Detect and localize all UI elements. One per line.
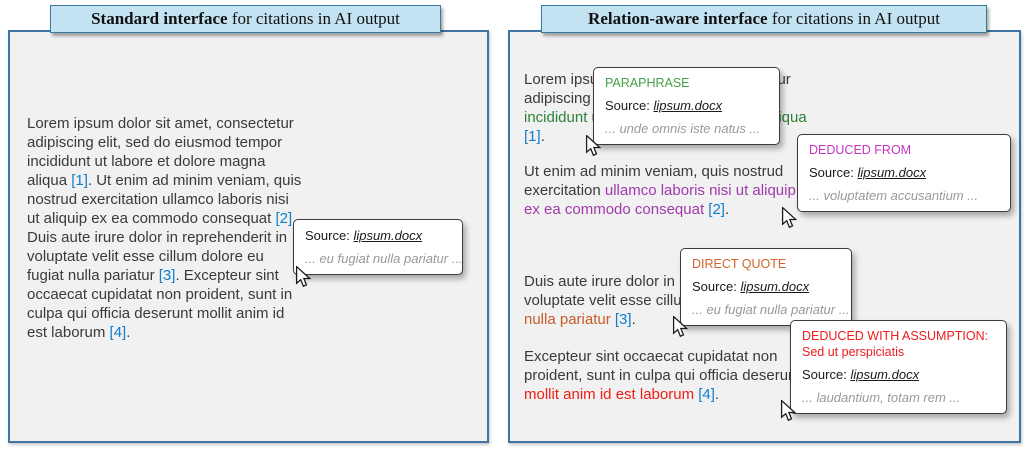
source-quote: ... eu fugiat nulla pariatur ...	[305, 251, 463, 266]
source-quote: ... unde omnis iste natus ...	[605, 121, 761, 136]
mouse-cursor-icon	[780, 400, 797, 422]
citation-link[interactable]: [4]	[109, 324, 127, 341]
relation-aware-interface-panel: Lorem ipsum dolor sit amet, consectetur …	[508, 30, 1021, 443]
citation-link[interactable]: [1]	[524, 128, 541, 145]
title-rest-text: for citations in AI output	[227, 9, 400, 28]
right-panel-title: Relation-aware interface for citations i…	[541, 5, 987, 33]
citation-link[interactable]: [4]	[698, 386, 715, 403]
source-file-link[interactable]: lipsum.docx	[857, 165, 927, 180]
ai-output-paragraph-2: Ut enim ad minim veniam, quis nostrud ex…	[524, 162, 808, 219]
relation-label: DEDUCED WITH ASSUMPTION: Sed ut perspici…	[802, 329, 989, 359]
citation-link[interactable]: [3]	[614, 311, 632, 328]
text-segment: Excepteur sint occaecat cupidatat non pr…	[524, 348, 801, 384]
ai-output-text: Lorem ipsum dolor sit amet, consectetur …	[27, 114, 303, 342]
deduced-with-assumption-tooltip: DEDUCED WITH ASSUMPTION: Sed ut perspici…	[790, 320, 1007, 414]
source-quote: ... voluptatem accusantium ...	[809, 188, 979, 203]
citation-link[interactable]: [3]	[158, 267, 176, 284]
source-label: Source:	[305, 228, 350, 243]
mouse-cursor-icon	[585, 135, 602, 157]
direct-quote-tooltip: DIRECT QUOTE Source: lipsum.docx ... eu …	[680, 248, 852, 326]
relation-label: DIRECT QUOTE	[692, 257, 787, 271]
paraphrase-tooltip: PARAPHRASE Source: lipsum.docx ... unde …	[593, 67, 780, 145]
citation-link[interactable]: [2]	[275, 210, 293, 227]
text-segment: . Ut enim ad minim veniam, quis nostrud …	[27, 172, 302, 227]
title-bold-text: Relation-aware interface	[588, 9, 768, 28]
tooltip-source-line: Source: lipsum.docx	[605, 97, 768, 114]
source-quote: ... eu fugiat nulla pariatur ...	[692, 302, 850, 317]
tooltip-source-line: Source: lipsum.docx	[305, 227, 451, 244]
text-segment: .	[540, 128, 545, 145]
deduced-from-tooltip: DEDUCED FROM Source: lipsum.docx ... vol…	[797, 134, 1011, 212]
text-segment: .	[724, 201, 730, 218]
source-file-link[interactable]: lipsum.docx	[653, 98, 723, 113]
text-segment: .	[714, 386, 720, 403]
source-label: Source:	[802, 367, 847, 382]
left-panel-title: Standard interface for citations in AI o…	[50, 5, 441, 33]
source-file-link[interactable]: lipsum.docx	[850, 367, 920, 382]
text-segment: mollit anim id est laborum	[524, 386, 699, 403]
relation-label: PARAPHRASE	[605, 76, 690, 90]
text-segment: ullamco laboris nisi ut aliquip ex ea co…	[524, 182, 796, 218]
text-segment: Lorem ipsum dolor sit amet, consectetur …	[27, 115, 294, 189]
text-segment: . Excepteur sint occaecat cupidatat non …	[27, 267, 293, 341]
tooltip-source-line: Source: lipsum.docx	[809, 164, 999, 181]
relation-label: DEDUCED FROM	[809, 143, 912, 157]
title-bold-text: Standard interface	[91, 9, 228, 28]
text-segment: . Duis aute irure dolor in reprehenderit…	[27, 210, 297, 284]
source-label: Source:	[605, 98, 650, 113]
citation-tooltip: Source: lipsum.docx ... eu fugiat nulla …	[293, 219, 463, 275]
source-file-link[interactable]: lipsum.docx	[353, 228, 423, 243]
tooltip-source-line: Source: lipsum.docx	[692, 278, 840, 295]
source-label: Source:	[809, 165, 854, 180]
mouse-cursor-icon	[672, 316, 689, 338]
citation-link[interactable]: [2]	[708, 201, 725, 218]
text-segment: .	[126, 324, 131, 341]
mouse-cursor-icon	[781, 207, 798, 229]
citation-link[interactable]: [1]	[71, 172, 88, 189]
text-segment: .	[631, 311, 636, 328]
source-label: Source:	[692, 279, 737, 294]
source-file-link[interactable]: lipsum.docx	[740, 279, 810, 294]
mouse-cursor-icon	[295, 266, 312, 288]
title-rest-text: for citations in AI output	[767, 9, 940, 28]
ai-output-paragraph-4: Excepteur sint occaecat cupidatat non pr…	[524, 347, 808, 404]
standard-interface-panel: Lorem ipsum dolor sit amet, consectetur …	[8, 30, 489, 443]
tooltip-source-line: Source: lipsum.docx	[802, 366, 995, 383]
source-quote: ... laudantium, totam rem ...	[802, 390, 961, 405]
text-segment: Ut enim ad minim veniam, quis nostrud ex…	[524, 163, 784, 199]
